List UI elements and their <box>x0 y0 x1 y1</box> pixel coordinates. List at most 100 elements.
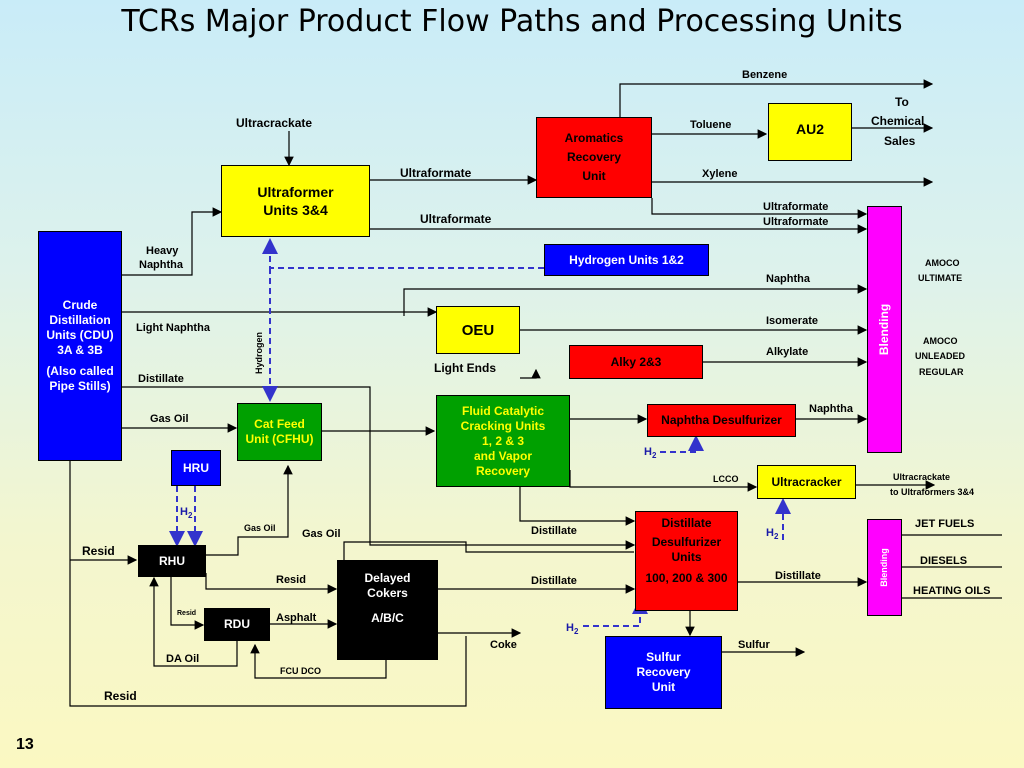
label-ultraformate-2: Ultraformate <box>763 201 829 213</box>
label-sales: Sales <box>884 134 916 148</box>
label-resid-1: Resid <box>82 544 115 558</box>
label-heating-oils: HEATING OILS <box>913 585 991 597</box>
label-resid-3: Resid <box>104 689 137 703</box>
cat-feed-line1: Cat Feed <box>254 417 305 431</box>
label-light-naphtha: Light Naphtha <box>136 322 210 334</box>
cdu-line1: Crude <box>62 298 98 312</box>
label-to-ultraformers: to Ultraformers 3&4 <box>890 487 975 497</box>
ultraformer-unit[interactable]: Ultraformer Units 3&4 <box>221 165 370 237</box>
cdu-unit[interactable]: Crude Distillation Units (CDU) 3A & 3B (… <box>38 231 122 461</box>
ultraformer-line2: Units 3&4 <box>263 202 328 218</box>
rdu-unit[interactable]: RDU <box>204 608 270 641</box>
label-chemical: Chemical <box>871 114 925 128</box>
sru-line1: Sulfur <box>646 650 681 664</box>
cokers-line1: Delayed <box>364 571 411 585</box>
aromatics-recovery-unit[interactable]: Aromatics Recovery Unit <box>536 117 652 198</box>
label-ultimate: ULTIMATE <box>918 273 963 283</box>
aromatics-line3: Unit <box>582 169 606 183</box>
naphtha-desulfurizer-unit[interactable]: Naphtha Desulfurizer <box>647 404 796 437</box>
label-unleaded: UNLEADED <box>915 351 966 361</box>
label-hydrogen: Hydrogen <box>254 331 265 375</box>
label-regular: REGULAR <box>919 367 964 377</box>
h2-subscript: 2 <box>187 511 193 521</box>
blending-unit-bottom[interactable]: Blending <box>867 519 902 616</box>
label-to: To <box>895 95 909 109</box>
label-gas-oil-2: Gas Oil <box>244 523 276 533</box>
cat-feed-unit[interactable]: Cat Feed Unit (CFHU) <box>237 403 322 461</box>
dd-line2: Desulfurizer <box>651 535 722 549</box>
label-naphtha-1: Naphtha <box>766 273 810 285</box>
label-benzene: Benzene <box>742 69 788 81</box>
label-ultracrackate: Ultracrackate <box>236 116 313 130</box>
blending-unit-top[interactable]: Blending <box>867 206 902 453</box>
hru-unit[interactable]: HRU <box>171 450 221 486</box>
h2-symbol: H <box>766 527 774 539</box>
label-distillate-1: Distillate <box>138 373 184 385</box>
label-ultraformate-1: Ultraformate <box>400 166 472 180</box>
label-h2-ultracracker: H2 <box>766 527 778 541</box>
label-resid-2: Resid <box>276 574 306 586</box>
h2-symbol: H <box>180 506 188 518</box>
label-gas-oil-3: Gas Oil <box>302 528 341 540</box>
label-lcco: LCCO <box>713 474 739 484</box>
label-ultraformate-4: Ultraformate <box>420 212 492 226</box>
sru-line2: Recovery <box>636 665 691 679</box>
label-jet-fuels: JET FUELS <box>915 518 975 530</box>
aromatics-line1: Aromatics <box>564 131 624 145</box>
label-coke: Coke <box>490 639 517 651</box>
dd-line3: Units <box>671 550 702 564</box>
label-isomerate: Isomerate <box>766 315 818 327</box>
label-amoco-2: AMOCO <box>923 336 958 346</box>
fcc-unit[interactable]: Fluid Catalytic Cracking Units 1, 2 & 3 … <box>436 395 570 487</box>
page-number: 13 <box>16 736 34 753</box>
page-title: TCRs Major Product Flow Paths and Proces… <box>121 4 903 39</box>
hydrogen-units[interactable]: Hydrogen Units 1&2 <box>544 244 709 276</box>
fcc-line5: Recovery <box>475 463 531 478</box>
fcc-line3: 1, 2 & 3 <box>481 433 525 448</box>
label-asphalt: Asphalt <box>276 612 317 624</box>
label-xylene: Xylene <box>702 168 738 180</box>
ultracracker-unit[interactable]: Ultracracker <box>757 465 856 499</box>
label-resid-small: Resid <box>177 610 197 617</box>
label-naphtha-heavy: Naphtha <box>139 259 183 271</box>
rhu-unit[interactable]: RHU <box>138 545 206 577</box>
label-h2-desulf: H2 <box>566 622 578 636</box>
sulfur-recovery-unit[interactable]: Sulfur Recovery Unit <box>605 636 722 709</box>
label-h2-hru: H2 <box>180 506 192 520</box>
cokers-line3: A/B/C <box>371 611 404 625</box>
label-heavy: Heavy <box>146 245 179 257</box>
label-alkylate: Alkylate <box>766 346 809 358</box>
fcc-line1: Fluid Catalytic <box>461 403 544 418</box>
cat-feed-line2: Unit (CFHU) <box>245 432 314 446</box>
fcc-line2: Cracking Units <box>460 418 546 433</box>
alky-unit[interactable]: Alky 2&3 <box>569 345 703 379</box>
h2-subscript: 2 <box>773 532 779 542</box>
cdu-line6: Pipe Stills) <box>49 379 111 393</box>
h2-subscript: 2 <box>573 627 579 637</box>
cdu-line4: 3A & 3B <box>57 343 103 357</box>
blending-bottom-label: Blending <box>879 548 889 587</box>
label-distillate-2: Distillate <box>531 525 577 537</box>
label-light-ends: Light Ends <box>434 361 496 375</box>
label-ultracrackate-out: Ultracrackate <box>893 472 951 482</box>
distillate-desulfurizer-unit[interactable]: Distillate Desulfurizer Units 100, 200 &… <box>635 511 738 611</box>
label-distillate-4: Distillate <box>775 570 821 582</box>
au2-unit[interactable]: AU2 <box>768 103 852 161</box>
oeu-unit[interactable]: OEU <box>436 306 520 354</box>
dd-line4: 100, 200 & 300 <box>645 571 728 585</box>
dd-line1: Distillate <box>661 516 712 530</box>
cokers-line2: Cokers <box>367 586 408 600</box>
label-fcu-dco: FCU DCO <box>280 666 321 676</box>
cdu-line5: (Also called <box>46 364 114 378</box>
cdu-line2: Distillation <box>49 313 111 327</box>
label-naphtha-2: Naphtha <box>809 403 853 415</box>
label-h2-naphtha: H2 <box>644 446 656 460</box>
label-sulfur: Sulfur <box>738 639 770 651</box>
label-ultraformate-3: Ultraformate <box>763 216 829 228</box>
fcc-line4: and Vapor <box>473 448 532 463</box>
cdu-line3: Units (CDU) <box>46 328 114 342</box>
delayed-cokers-unit[interactable]: Delayed Cokers A/B/C <box>337 560 438 660</box>
label-amoco-1: AMOCO <box>925 258 960 268</box>
label-da-oil: DA Oil <box>166 653 200 665</box>
